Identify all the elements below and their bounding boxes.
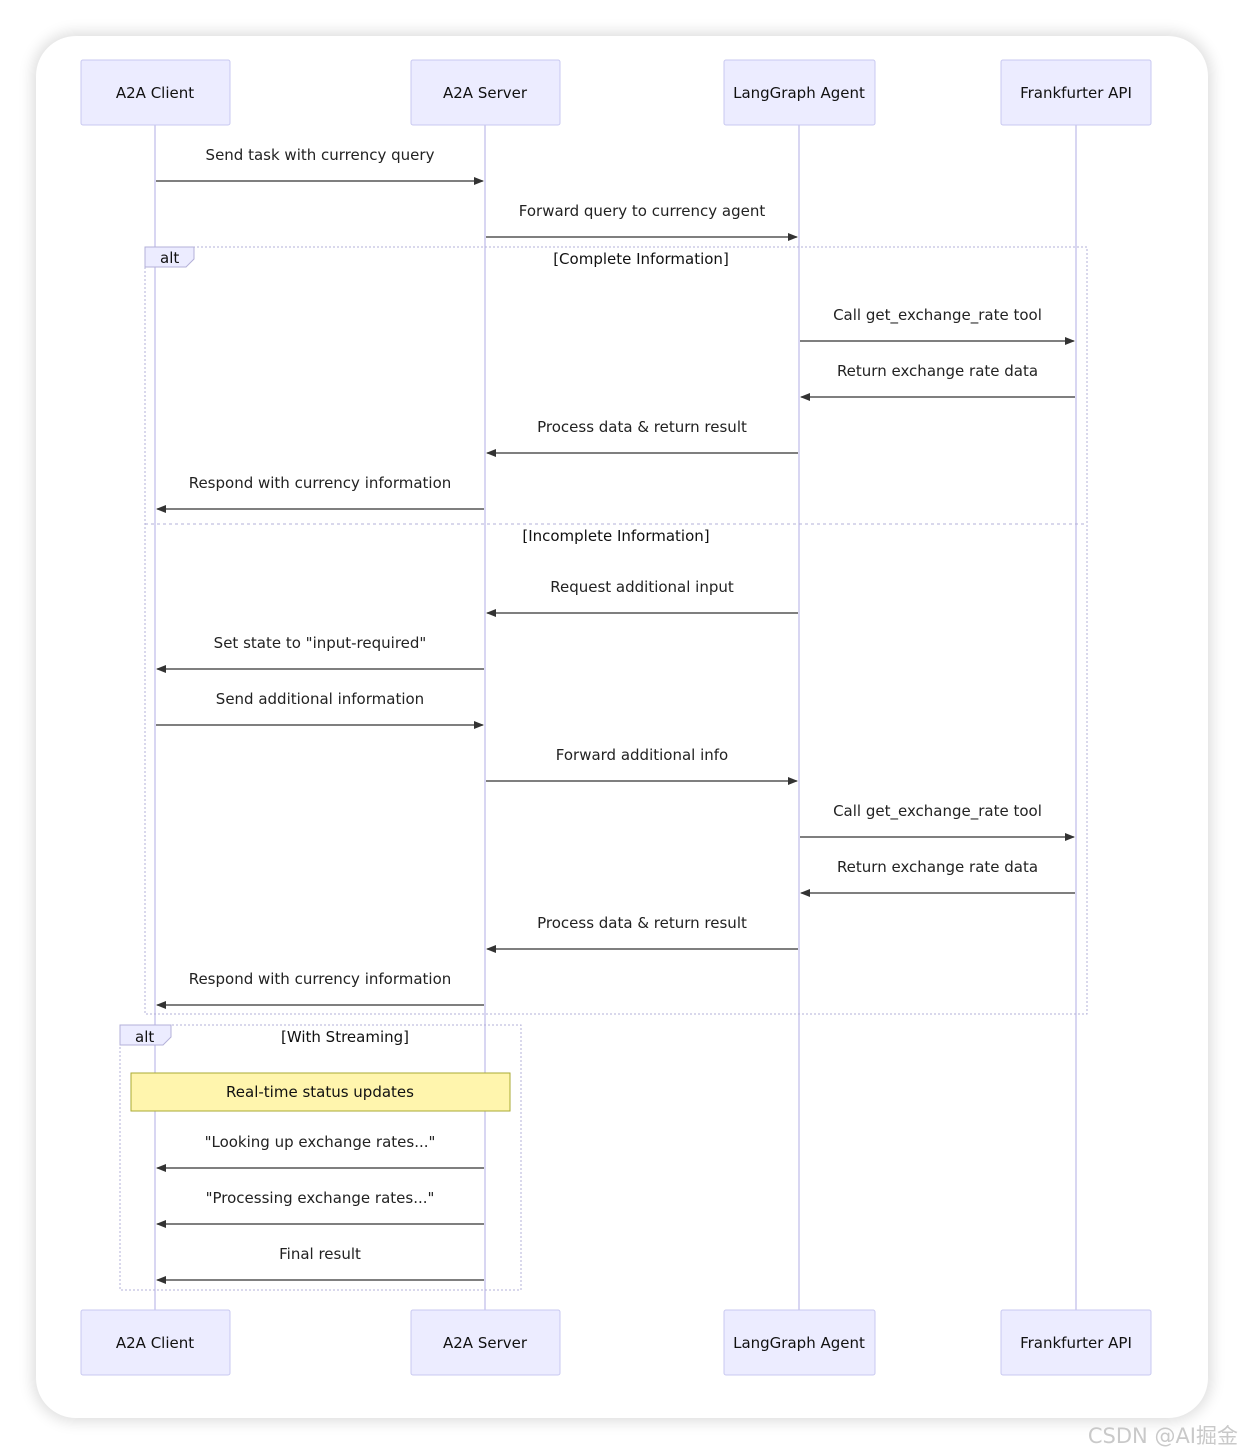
message-arrow: Set state to "input-required" (156, 634, 484, 673)
actor-bottom-frankfurter-api: Frankfurter API (1000, 1309, 1152, 1376)
actor-label: A2A Client (116, 1334, 194, 1352)
actor-top-langgraph-agent: LangGraph Agent (723, 59, 876, 126)
message-label: Send task with currency query (206, 146, 435, 164)
actor-bottom-a2a-server: A2A Server (410, 1309, 561, 1376)
message-label: "Processing exchange rates..." (206, 1189, 435, 1207)
message-label: Return exchange rate data (837, 858, 1038, 876)
message-arrow: Request additional input (486, 578, 798, 617)
message-label: Call get_exchange_rate tool (833, 306, 1042, 325)
condition-with-streaming: [With Streaming] (281, 1028, 409, 1046)
message-label: Final result (279, 1245, 361, 1263)
actor-label: A2A Client (116, 84, 194, 102)
actor-label: A2A Server (443, 84, 528, 102)
condition-complete-information: [Complete Information] (553, 250, 729, 268)
message-arrow: Send additional information (156, 690, 484, 729)
message-label: Send additional information (216, 690, 424, 708)
message-label: Call get_exchange_rate tool (833, 802, 1042, 821)
actor-label: LangGraph Agent (733, 1334, 865, 1352)
message-label: Forward additional info (556, 746, 729, 764)
message-arrow: Return exchange rate data (800, 362, 1075, 401)
message-arrow: Process data & return result (486, 418, 798, 457)
message-label: Return exchange rate data (837, 362, 1038, 380)
message-arrow: Process data & return result (486, 914, 798, 953)
message-arrow: Forward query to currency agent (486, 202, 798, 241)
message-label: Set state to "input-required" (214, 634, 427, 652)
message-arrow: Send task with currency query (156, 146, 484, 185)
message-arrow: Call get_exchange_rate tool (800, 306, 1075, 345)
note-text: Real-time status updates (226, 1083, 414, 1101)
watermark: CSDN @AI掘金 (1087, 1424, 1238, 1448)
alt-frame-information: alt [Complete Information] [Incomplete I… (144, 246, 1088, 1015)
actor-label: A2A Server (443, 1334, 528, 1352)
message-label: Respond with currency information (189, 970, 452, 988)
condition-incomplete-information: [Incomplete Information] (522, 527, 709, 545)
message-arrow: Forward additional info (486, 746, 798, 785)
diagram-card (36, 36, 1208, 1418)
actor-label: LangGraph Agent (733, 84, 865, 102)
message-arrow: Respond with currency information (156, 970, 484, 1009)
actor-top-a2a-client: A2A Client (80, 59, 231, 126)
message-arrow: Return exchange rate data (800, 858, 1075, 897)
note-real-time-status-updates: Real-time status updates (130, 1072, 511, 1112)
message-label: Forward query to currency agent (519, 202, 766, 220)
alt-frame-streaming: alt [With Streaming] (119, 1024, 522, 1291)
actor-bottom-langgraph-agent: LangGraph Agent (723, 1309, 876, 1376)
actor-bottom-a2a-client: A2A Client (80, 1309, 231, 1376)
message-label: Request additional input (550, 578, 734, 596)
message-label: Process data & return result (537, 418, 747, 436)
message-arrow: Respond with currency information (156, 474, 484, 513)
message-arrow: Call get_exchange_rate tool (800, 802, 1075, 841)
actor-top-a2a-server: A2A Server (410, 59, 561, 126)
message-arrow: "Looking up exchange rates..." (156, 1133, 484, 1172)
message-label: Process data & return result (537, 914, 747, 932)
message-arrow: "Processing exchange rates..." (156, 1189, 484, 1228)
actor-label: Frankfurter API (1020, 1334, 1132, 1352)
alt-frame-label: alt (135, 1028, 154, 1046)
message-label: "Looking up exchange rates..." (205, 1133, 436, 1151)
message-arrow: Final result (156, 1245, 484, 1284)
actor-top-frankfurter-api: Frankfurter API (1000, 59, 1152, 126)
message-label: Respond with currency information (189, 474, 452, 492)
alt-frame-label: alt (160, 249, 179, 267)
actor-label: Frankfurter API (1020, 84, 1132, 102)
